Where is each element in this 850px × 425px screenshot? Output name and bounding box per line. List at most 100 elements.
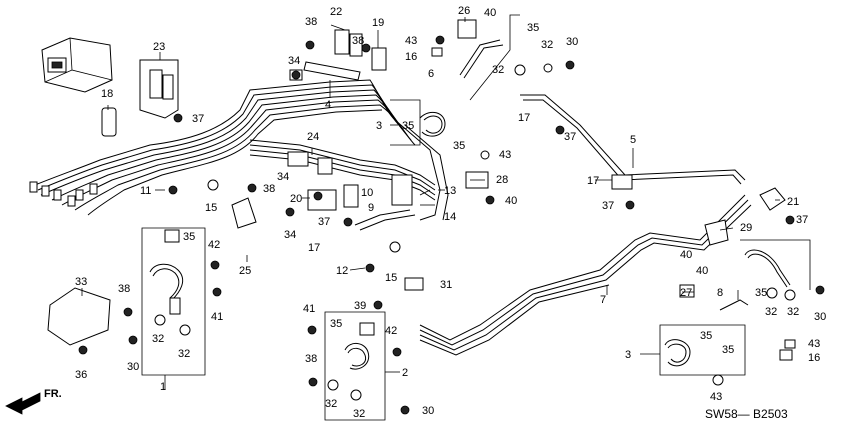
callout-21: 21	[787, 196, 799, 208]
callout-14: 14	[444, 211, 456, 223]
callout-29: 29	[740, 222, 752, 234]
callout-42: 42	[208, 239, 220, 251]
callout-15: 15	[385, 272, 397, 284]
clip-18	[101, 107, 117, 137]
callout-35: 35	[722, 344, 734, 356]
callout-35: 35	[700, 330, 712, 342]
callout-34: 34	[284, 229, 296, 241]
callout-17: 17	[308, 242, 320, 254]
callout-40: 40	[696, 265, 708, 277]
callout-20: 20	[290, 193, 302, 205]
callout-43: 43	[808, 338, 820, 350]
callout-32: 32	[353, 408, 365, 420]
callout-41: 41	[303, 303, 315, 315]
callout-15: 15	[205, 202, 217, 214]
callout-34: 34	[277, 171, 289, 183]
callout-43: 43	[710, 391, 722, 403]
callout-18: 18	[101, 88, 113, 100]
callout-38: 38	[305, 16, 317, 28]
callout-35: 35	[527, 22, 539, 34]
abs-modulator-assembly	[41, 37, 113, 93]
callout-1: 1	[160, 381, 166, 393]
callout-32: 32	[787, 306, 799, 318]
callout-32: 32	[765, 306, 777, 318]
callout-8: 8	[717, 287, 723, 299]
callout-2: 2	[402, 367, 408, 379]
callout-37: 37	[192, 113, 204, 125]
callout-43: 43	[499, 149, 511, 161]
callout-32: 32	[492, 64, 504, 76]
callout-4: 4	[325, 99, 331, 111]
callout-3: 3	[376, 120, 382, 132]
callout-40: 40	[484, 7, 496, 19]
callout-36: 36	[75, 369, 87, 381]
flex-hose-assembly-1	[141, 227, 206, 376]
callout-30: 30	[422, 405, 434, 417]
callout-5: 5	[630, 134, 636, 146]
callout-9: 9	[368, 202, 374, 214]
callout-7: 7	[600, 294, 606, 306]
callout-40: 40	[505, 195, 517, 207]
callout-10: 10	[361, 187, 373, 199]
callout-38: 38	[352, 35, 364, 47]
fasteners	[78, 19, 825, 415]
callout-37: 37	[564, 131, 576, 143]
callout-17: 17	[518, 112, 530, 124]
callout-32: 32	[152, 333, 164, 345]
callout-37: 37	[602, 200, 614, 212]
callout-30: 30	[127, 361, 139, 373]
callout-41: 41	[211, 311, 223, 323]
callout-12: 12	[336, 265, 348, 277]
bracket-21	[759, 187, 786, 211]
callout-22: 22	[330, 6, 342, 18]
callout-27: 27	[680, 287, 692, 299]
callout-30: 30	[566, 36, 578, 48]
diagram-code: SW58— B2503	[705, 407, 788, 421]
callout-19: 19	[372, 17, 384, 29]
callout-3: 3	[625, 349, 631, 361]
leader-lines	[81, 17, 780, 390]
callout-38: 38	[118, 283, 130, 295]
callout-35: 35	[755, 287, 767, 299]
callout-11: 11	[140, 185, 151, 197]
callout-25: 25	[239, 265, 251, 277]
callout-40: 40	[680, 249, 692, 261]
callout-37: 37	[796, 214, 808, 226]
callout-43: 43	[405, 35, 417, 47]
callout-13: 13	[444, 185, 456, 197]
callout-39: 39	[354, 300, 366, 312]
brackets-upper	[289, 29, 387, 81]
callout-35: 35	[402, 120, 414, 132]
rear-brake-pipe-5	[459, 39, 746, 185]
callout-16: 16	[808, 352, 820, 364]
rear-flex-hose	[719, 239, 811, 311]
callout-17: 17	[587, 175, 599, 187]
flex-hose-assembly-3-upper	[390, 14, 520, 146]
callout-32: 32	[541, 39, 553, 51]
direction-label: FR.	[44, 388, 62, 400]
callout-30: 30	[814, 311, 826, 323]
callout-32: 32	[178, 348, 190, 360]
bracket-33	[47, 287, 111, 346]
callout-23: 23	[153, 41, 165, 53]
callout-16: 16	[405, 51, 417, 63]
pipe-end-fittings	[29, 181, 98, 207]
callout-35: 35	[330, 318, 342, 330]
callout-31: 31	[440, 279, 452, 291]
callout-35: 35	[183, 231, 195, 243]
callout-37: 37	[318, 216, 330, 228]
bracket-23	[139, 59, 179, 119]
callout-28: 28	[496, 174, 508, 186]
front-direction-arrow-icon	[5, 392, 41, 415]
rear-brake-pipe-7	[419, 194, 752, 356]
flex-hose-assembly-3-lower	[659, 324, 746, 376]
callout-32: 32	[325, 398, 337, 410]
callout-33: 33	[75, 276, 87, 288]
callout-6: 6	[428, 68, 434, 80]
bracket-29	[704, 219, 729, 246]
flex-hose-assembly-2	[324, 311, 386, 421]
callout-labels: 1 2 3 3 4 5 6 7 8 9 10 11 12 13 14 15 15…	[75, 5, 826, 420]
callout-42: 42	[385, 325, 397, 337]
callout-38: 38	[263, 183, 275, 195]
